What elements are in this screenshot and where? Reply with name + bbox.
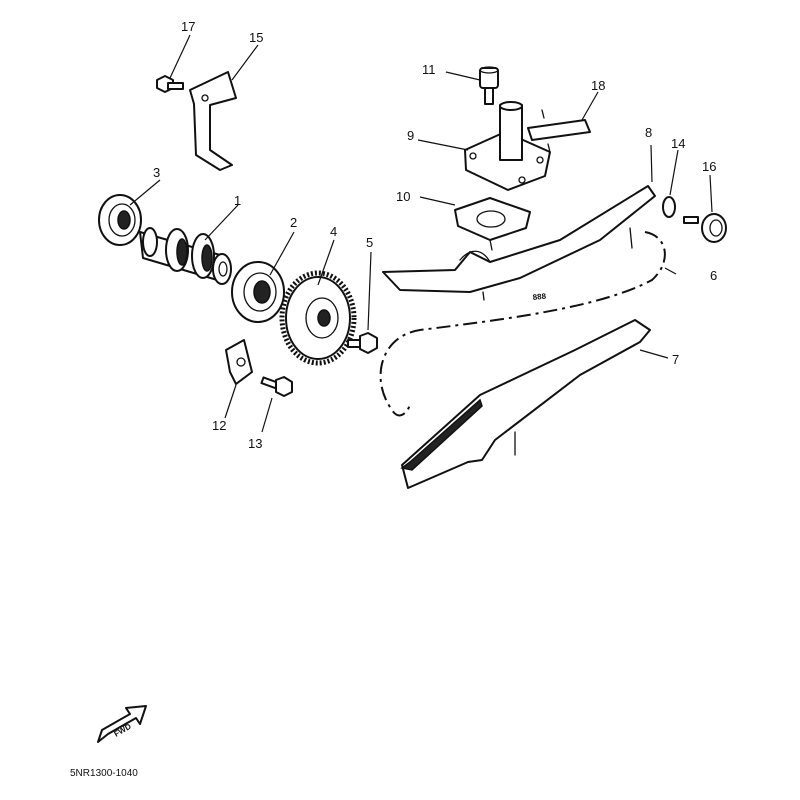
part-15-bracket bbox=[189, 71, 237, 171]
forward-arrow-icon: FWD bbox=[97, 705, 147, 743]
part-12-lock-washer bbox=[225, 339, 253, 385]
part-4-sprocket bbox=[279, 270, 357, 366]
part-8-guide bbox=[382, 185, 656, 301]
callout-2: 2 bbox=[290, 215, 297, 230]
part-3-bearing bbox=[98, 194, 142, 246]
callout-15: 15 bbox=[249, 30, 263, 45]
callout-18: 18 bbox=[591, 78, 605, 93]
callout-12: 12 bbox=[212, 418, 226, 433]
leader-lines bbox=[129, 34, 713, 433]
callout-17: 17 bbox=[181, 19, 195, 34]
part-5-bolt bbox=[347, 332, 378, 354]
callout-9: 9 bbox=[407, 128, 414, 143]
callout-3: 3 bbox=[153, 165, 160, 180]
callout-1: 1 bbox=[234, 193, 241, 208]
callout-5: 5 bbox=[366, 235, 373, 250]
svg-text:888: 888 bbox=[532, 292, 547, 302]
part-17-bolt bbox=[156, 75, 184, 93]
part-13-bolt bbox=[260, 376, 293, 397]
callout-13: 13 bbox=[248, 436, 262, 451]
part-14-o-ring bbox=[662, 196, 676, 218]
callout-8: 8 bbox=[645, 125, 652, 140]
part-16-plug-bolt bbox=[683, 213, 727, 243]
part-11-bolt bbox=[479, 66, 499, 105]
callout-16: 16 bbox=[702, 159, 716, 174]
part-9-tensioner bbox=[464, 101, 551, 191]
callout-7: 7 bbox=[672, 352, 679, 367]
part-2-bearing bbox=[231, 261, 285, 323]
callout-6: 6 bbox=[710, 268, 717, 283]
callout-4: 4 bbox=[330, 224, 337, 239]
diagram-code: 5NR1300-1040 bbox=[70, 768, 138, 779]
part-7-chain-guide bbox=[400, 319, 651, 489]
callout-10: 10 bbox=[396, 189, 410, 204]
callout-14: 14 bbox=[671, 136, 685, 151]
part-10-gasket bbox=[454, 197, 531, 241]
part-18-plate bbox=[527, 109, 591, 153]
part-1-camshaft bbox=[139, 227, 232, 285]
callout-numbers: 1 2 3 4 5 6 7 8 9 10 11 12 13 14 15 16 1… bbox=[153, 19, 717, 451]
callout-11: 11 bbox=[422, 62, 436, 77]
part-6-chain: 888 bbox=[379, 231, 666, 417]
